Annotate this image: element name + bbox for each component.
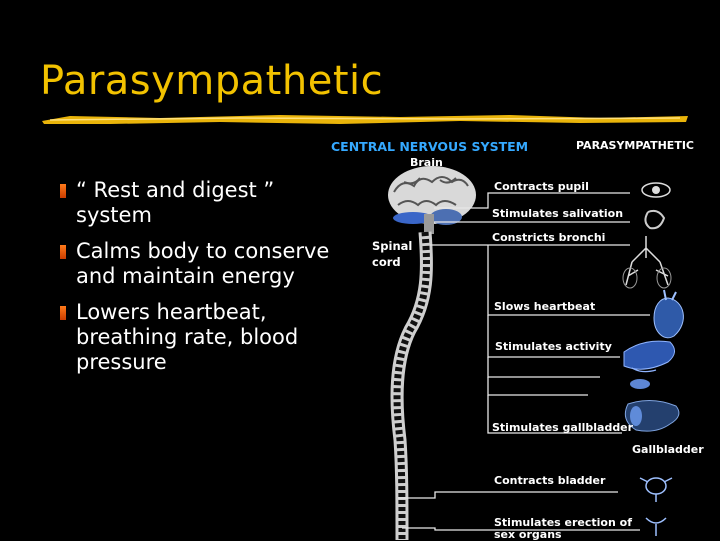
- bullet-marker-icon: [60, 306, 66, 320]
- heart-icon: [653, 289, 684, 339]
- spinal-cord-label: Spinal cord: [372, 239, 413, 269]
- effect-contracts-pupil: Contracts pupil: [494, 180, 589, 193]
- effect-stimulates-erection: Stimulates erection of sex organs: [494, 516, 632, 541]
- parasympathetic-header: PARASYMPATHETIC: [576, 139, 694, 152]
- effect-stimulates-salivation: Stimulates salivation: [492, 207, 624, 220]
- bullet-marker-icon: [60, 184, 66, 198]
- slide-title: Parasympathetic: [40, 58, 384, 104]
- bullet-item: “ Rest and digest ” system: [60, 178, 350, 228]
- bullet-item: Lowers heartbeat, breathing rate, blood …: [60, 300, 350, 375]
- cns-header: CENTRAL NERVOUS SYSTEM: [331, 139, 529, 154]
- eye-icon: [641, 182, 671, 198]
- gallbladder-icon: [624, 400, 680, 432]
- lungs-icon: [622, 236, 672, 289]
- brain-icon: [388, 166, 476, 234]
- nerve-lines: [398, 192, 650, 531]
- bladder-icon: [639, 477, 673, 502]
- bullet-marker-icon: [60, 245, 66, 259]
- effect-constricts-bronchi: Constricts bronchi: [492, 231, 606, 244]
- bullet-item: Calms body to conserve and maintain ener…: [60, 239, 350, 289]
- title-underline: [42, 115, 688, 124]
- bullet-list: “ Rest and digest ” system Calms body to…: [60, 178, 350, 386]
- spinal-cord-icon: [390, 231, 433, 540]
- effect-slows-heartbeat: Slows heartbeat: [494, 300, 596, 313]
- salivary-gland-icon: [644, 209, 666, 230]
- effect-stimulates-gallbladder: Stimulates gallbladder: [492, 421, 634, 434]
- effect-stimulates-activity: Stimulates activity: [495, 340, 612, 353]
- effect-contracts-bladder: Contracts bladder: [494, 474, 606, 487]
- stomach-icon: [623, 340, 675, 389]
- reproductive-organ-icon: [645, 517, 667, 536]
- gallbladder-label: Gallbladder: [632, 443, 704, 456]
- brain-label: Brain: [410, 156, 443, 169]
